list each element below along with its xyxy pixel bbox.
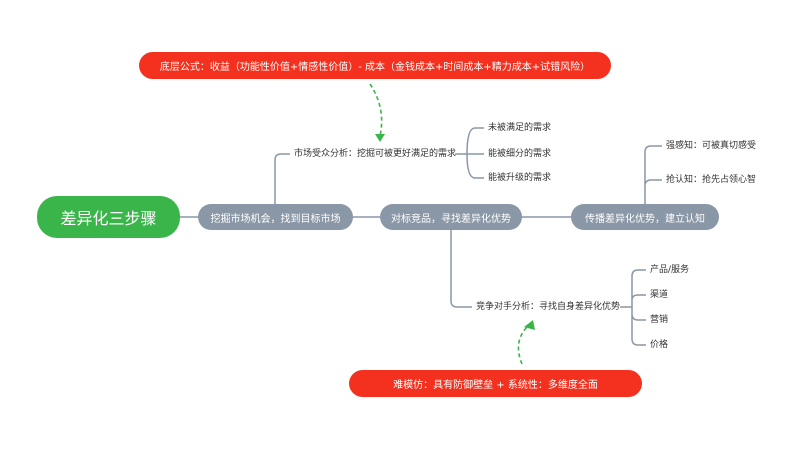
step3-node[interactable]: 传播差异化优势，建立认知 xyxy=(571,204,719,230)
market-child-segment[interactable]: 能被细分的需求 xyxy=(488,149,552,159)
note-text: 难模仿：具有防御壁垒 + 系统性：多维度全面 xyxy=(393,380,598,391)
market-child-upgrade[interactable]: 能被升级的需求 xyxy=(488,173,552,183)
arrowhead-bottom xyxy=(524,320,535,330)
perception-child-seize[interactable]: 抢认知：抢先占领心智 xyxy=(666,175,757,185)
step3-label: 传播差异化优势，建立认知 xyxy=(585,213,705,225)
step1-label: 挖掘市场机会，找到目标市场 xyxy=(210,213,341,225)
competitor-analysis-label[interactable]: 竞争对手分析：寻找自身差异化优势 xyxy=(476,302,621,312)
connector-step2-competitor xyxy=(450,230,472,308)
market-child-unmet[interactable]: 未被满足的需求 xyxy=(488,123,552,133)
competitor-child-marketing[interactable]: 营销 xyxy=(650,315,669,325)
step1-node[interactable]: 挖掘市场机会，找到目标市场 xyxy=(198,204,353,230)
step2-node[interactable]: 对标竞品，寻找差异化优势 xyxy=(380,204,522,230)
dashed-arrow-bottom xyxy=(517,323,531,365)
competitor-child-price[interactable]: 价格 xyxy=(650,340,669,350)
competitor-child-channel[interactable]: 渠道 xyxy=(650,290,669,300)
root-node[interactable]: 差异化三步骤 xyxy=(37,196,180,238)
arrowhead-top xyxy=(375,134,385,142)
competitor-child-product[interactable]: 产品/服务 xyxy=(650,265,690,275)
dashed-arrow-top xyxy=(369,83,383,137)
formula-text: 底层公式：收益（功能性价值+情感性价值）- 成本（金钱成本+时间成本+精力成本+… xyxy=(159,62,591,73)
connector-step3-perception xyxy=(644,145,662,204)
note-banner: 难模仿：具有防御壁垒 + 系统性：多维度全面 xyxy=(349,370,642,397)
perception-child-strong[interactable]: 强感知：可被真切感受 xyxy=(666,141,757,151)
formula-banner: 底层公式：收益（功能性价值+情感性价值）- 成本（金钱成本+时间成本+精力成本+… xyxy=(139,52,611,79)
step2-label: 对标竞品，寻找差异化优势 xyxy=(391,213,511,225)
market-analysis-label[interactable]: 市场受众分析：挖掘可被更好满足的需求 xyxy=(294,149,457,159)
connector-step1-market xyxy=(274,153,290,204)
connector-competitor-children xyxy=(620,269,646,346)
connector-market-children xyxy=(455,127,484,179)
root-title: 差异化三步骤 xyxy=(60,209,157,228)
